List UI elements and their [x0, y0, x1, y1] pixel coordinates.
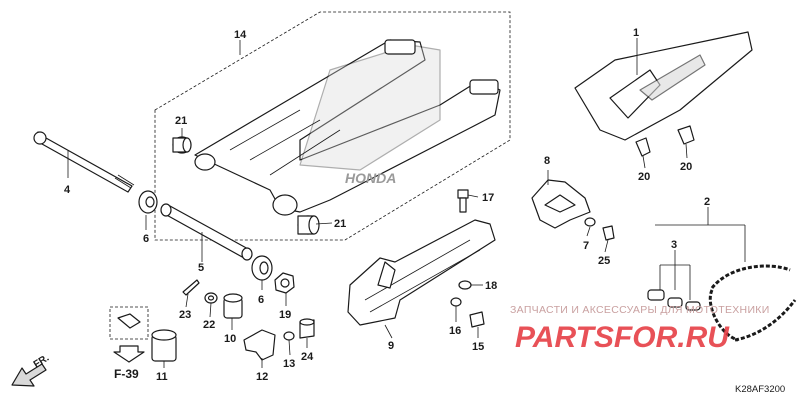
callout-21-upper: 21 — [175, 115, 187, 127]
callout-5: 5 — [198, 262, 204, 274]
callout-20-right: 20 — [680, 161, 692, 173]
bracket-12 — [243, 329, 276, 361]
svg-text:HONDA: HONDA — [345, 170, 396, 186]
bolt-15 — [469, 311, 485, 328]
callout-6-lower: 6 — [258, 294, 264, 306]
callout-10: 10 — [224, 333, 236, 345]
bolt-25 — [602, 225, 615, 241]
pivot-collar — [160, 203, 253, 261]
callout-16: 16 — [449, 325, 461, 337]
bolt-24 — [299, 318, 315, 339]
watermark-subtitle: ЗАПЧАСТИ И АКСЕССУАРЫ ДЛЯ МОТОТЕХНИКИ — [510, 304, 770, 316]
callout-12: 12 — [256, 371, 268, 383]
chain-joint — [647, 289, 701, 311]
callout-22: 22 — [203, 319, 215, 331]
collar-6-lower — [251, 255, 273, 281]
callout-24: 24 — [301, 351, 314, 363]
bolt-20-left — [635, 137, 651, 157]
bolt-20-right — [677, 125, 695, 145]
pin-23 — [182, 279, 200, 296]
chain-case — [574, 31, 753, 141]
swingarm: HONDA — [194, 39, 501, 216]
callout-11: 11 — [156, 371, 168, 383]
collar-11 — [151, 329, 177, 362]
collar-18 — [458, 280, 472, 290]
callout-18: 18 — [485, 280, 497, 292]
washer-13 — [283, 331, 295, 341]
callout-7: 7 — [583, 240, 589, 252]
pivot-nut — [274, 272, 295, 294]
callout-21-lower: 21 — [334, 218, 346, 230]
callout-19: 19 — [279, 309, 291, 321]
washer-7 — [584, 217, 596, 227]
bushing-21-upper — [172, 136, 192, 154]
front-arrow — [11, 363, 47, 387]
collar-6-upper — [138, 190, 158, 214]
callout-3: 3 — [671, 239, 677, 251]
drive-chain — [708, 264, 797, 342]
callout-2: 2 — [704, 196, 710, 208]
callout-13: 13 — [283, 358, 295, 370]
callout-20-left: 20 — [638, 171, 650, 183]
callout-25: 25 — [598, 255, 610, 267]
collar-10 — [223, 293, 243, 319]
callout-4: 4 — [64, 184, 71, 196]
washer-22 — [204, 292, 218, 304]
washer-16 — [450, 297, 462, 307]
bushing-21-lower — [297, 215, 320, 235]
callout-14: 14 — [234, 29, 247, 41]
callout-1: 1 — [633, 27, 639, 39]
chain-guide — [531, 179, 591, 229]
bolt-17 — [457, 189, 469, 213]
pivot-bolt — [33, 131, 135, 193]
front-marker: FR. — [32, 353, 52, 371]
leader-lines — [67, 38, 746, 368]
swingarm-frame — [154, 11, 511, 241]
reference-f39: F-39 — [114, 367, 139, 381]
ref-f39 — [109, 306, 149, 363]
callout-6-upper: 6 — [143, 233, 149, 245]
callout-8: 8 — [544, 155, 550, 167]
callout-23: 23 — [179, 309, 191, 321]
chain-slider — [347, 219, 496, 326]
diagram-code: K28AF3200 — [735, 384, 785, 395]
callout-15: 15 — [472, 341, 484, 353]
callout-9: 9 — [388, 340, 394, 352]
watermark-logo: PARTSFOR.RU — [515, 321, 730, 354]
callout-17: 17 — [482, 192, 494, 204]
